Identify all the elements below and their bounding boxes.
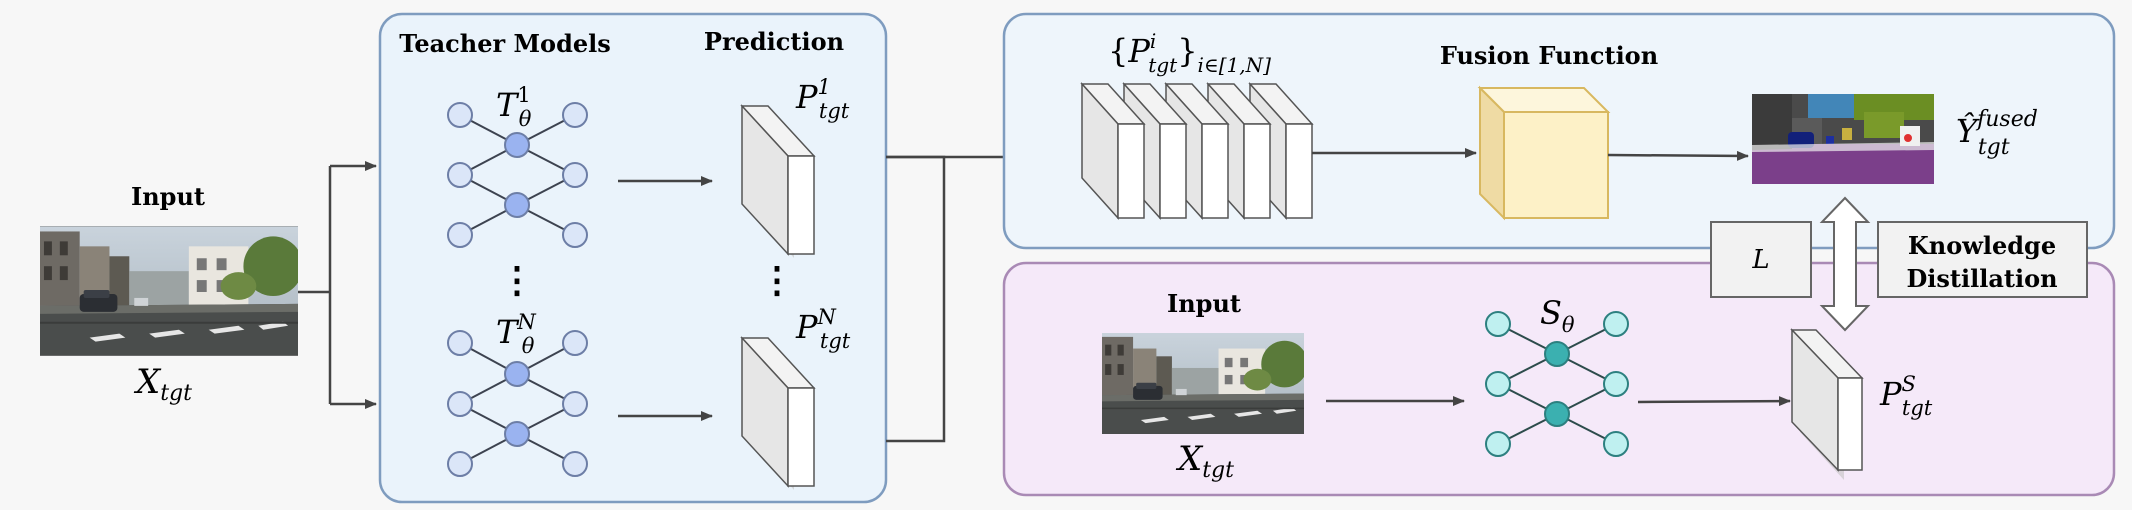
prediction-title: Prediction	[704, 27, 844, 56]
student-prediction-slab	[1790, 328, 1864, 480]
teacher1-hidden-node	[504, 192, 530, 218]
input-branch-arrows	[298, 161, 377, 409]
input-label: Input	[131, 182, 205, 211]
student-input-label: Input	[1167, 289, 1241, 318]
teacherN-io-node	[562, 391, 588, 417]
input-street-image	[40, 226, 298, 356]
loss-box	[1710, 221, 1812, 298]
teacher1-hidden-node	[504, 132, 530, 158]
teacher1-io-node	[562, 102, 588, 128]
student-street-image	[1102, 333, 1304, 434]
fusion-to-output-arrow	[1607, 150, 1749, 161]
kd-line-2: Distillation	[1906, 264, 2057, 293]
teacherN-io-node	[447, 451, 473, 477]
student-io-node	[1603, 371, 1629, 397]
input-var-sub: tgt	[160, 381, 192, 406]
kd-line-1: Knowledge	[1908, 231, 2056, 260]
loss-label: L	[1751, 245, 1769, 275]
student-input-variable: Xtgt	[1175, 439, 1234, 483]
fused-segmentation-map	[1752, 94, 1934, 184]
fused-prediction-stack	[1080, 82, 1314, 220]
student-io-node	[1603, 311, 1629, 337]
prediction-slab-1	[740, 104, 816, 258]
student-io-node	[1603, 431, 1629, 457]
fusion-function-title: Fusion Function	[1440, 41, 1658, 70]
student-io-node	[1485, 371, 1511, 397]
prediction-vdots: ⋮	[759, 259, 795, 301]
student-hidden-node	[1544, 341, 1570, 367]
student-hidden-node	[1544, 401, 1570, 427]
teacher1-io-node	[447, 162, 473, 188]
student-output-arrow	[1637, 396, 1791, 407]
teacher1-io-node	[562, 222, 588, 248]
teacherN-io-node	[562, 330, 588, 356]
teacherN-io-node	[447, 330, 473, 356]
student-model-label: Sθ	[1540, 294, 1575, 337]
teacher-network-1	[447, 102, 588, 248]
prediction-slab-n	[740, 336, 816, 490]
teacher1-io-node	[447, 102, 473, 128]
teacher1-io-node	[447, 222, 473, 248]
teacherN-hidden-node	[504, 421, 530, 447]
input-var: X	[133, 362, 162, 402]
input-variable: Xtgt	[133, 362, 192, 406]
distillation-double-arrow	[1819, 196, 1871, 332]
teacherN-io-node	[447, 391, 473, 417]
knowledge-distillation-box	[1877, 221, 2088, 298]
student-network	[1485, 311, 1629, 457]
teacherN-io-node	[562, 451, 588, 477]
teacher-vdots: ⋮	[499, 259, 535, 301]
teacher-title: Teacher Models	[399, 29, 611, 58]
teacher1-io-node	[562, 162, 588, 188]
teacherN-hidden-node	[504, 361, 530, 387]
teacher-network-n	[447, 330, 588, 477]
student-io-node	[1485, 431, 1511, 457]
fusion-cube	[1477, 85, 1611, 221]
teacher-to-prediction-arrows	[618, 176, 713, 421]
student-io-node	[1485, 311, 1511, 337]
